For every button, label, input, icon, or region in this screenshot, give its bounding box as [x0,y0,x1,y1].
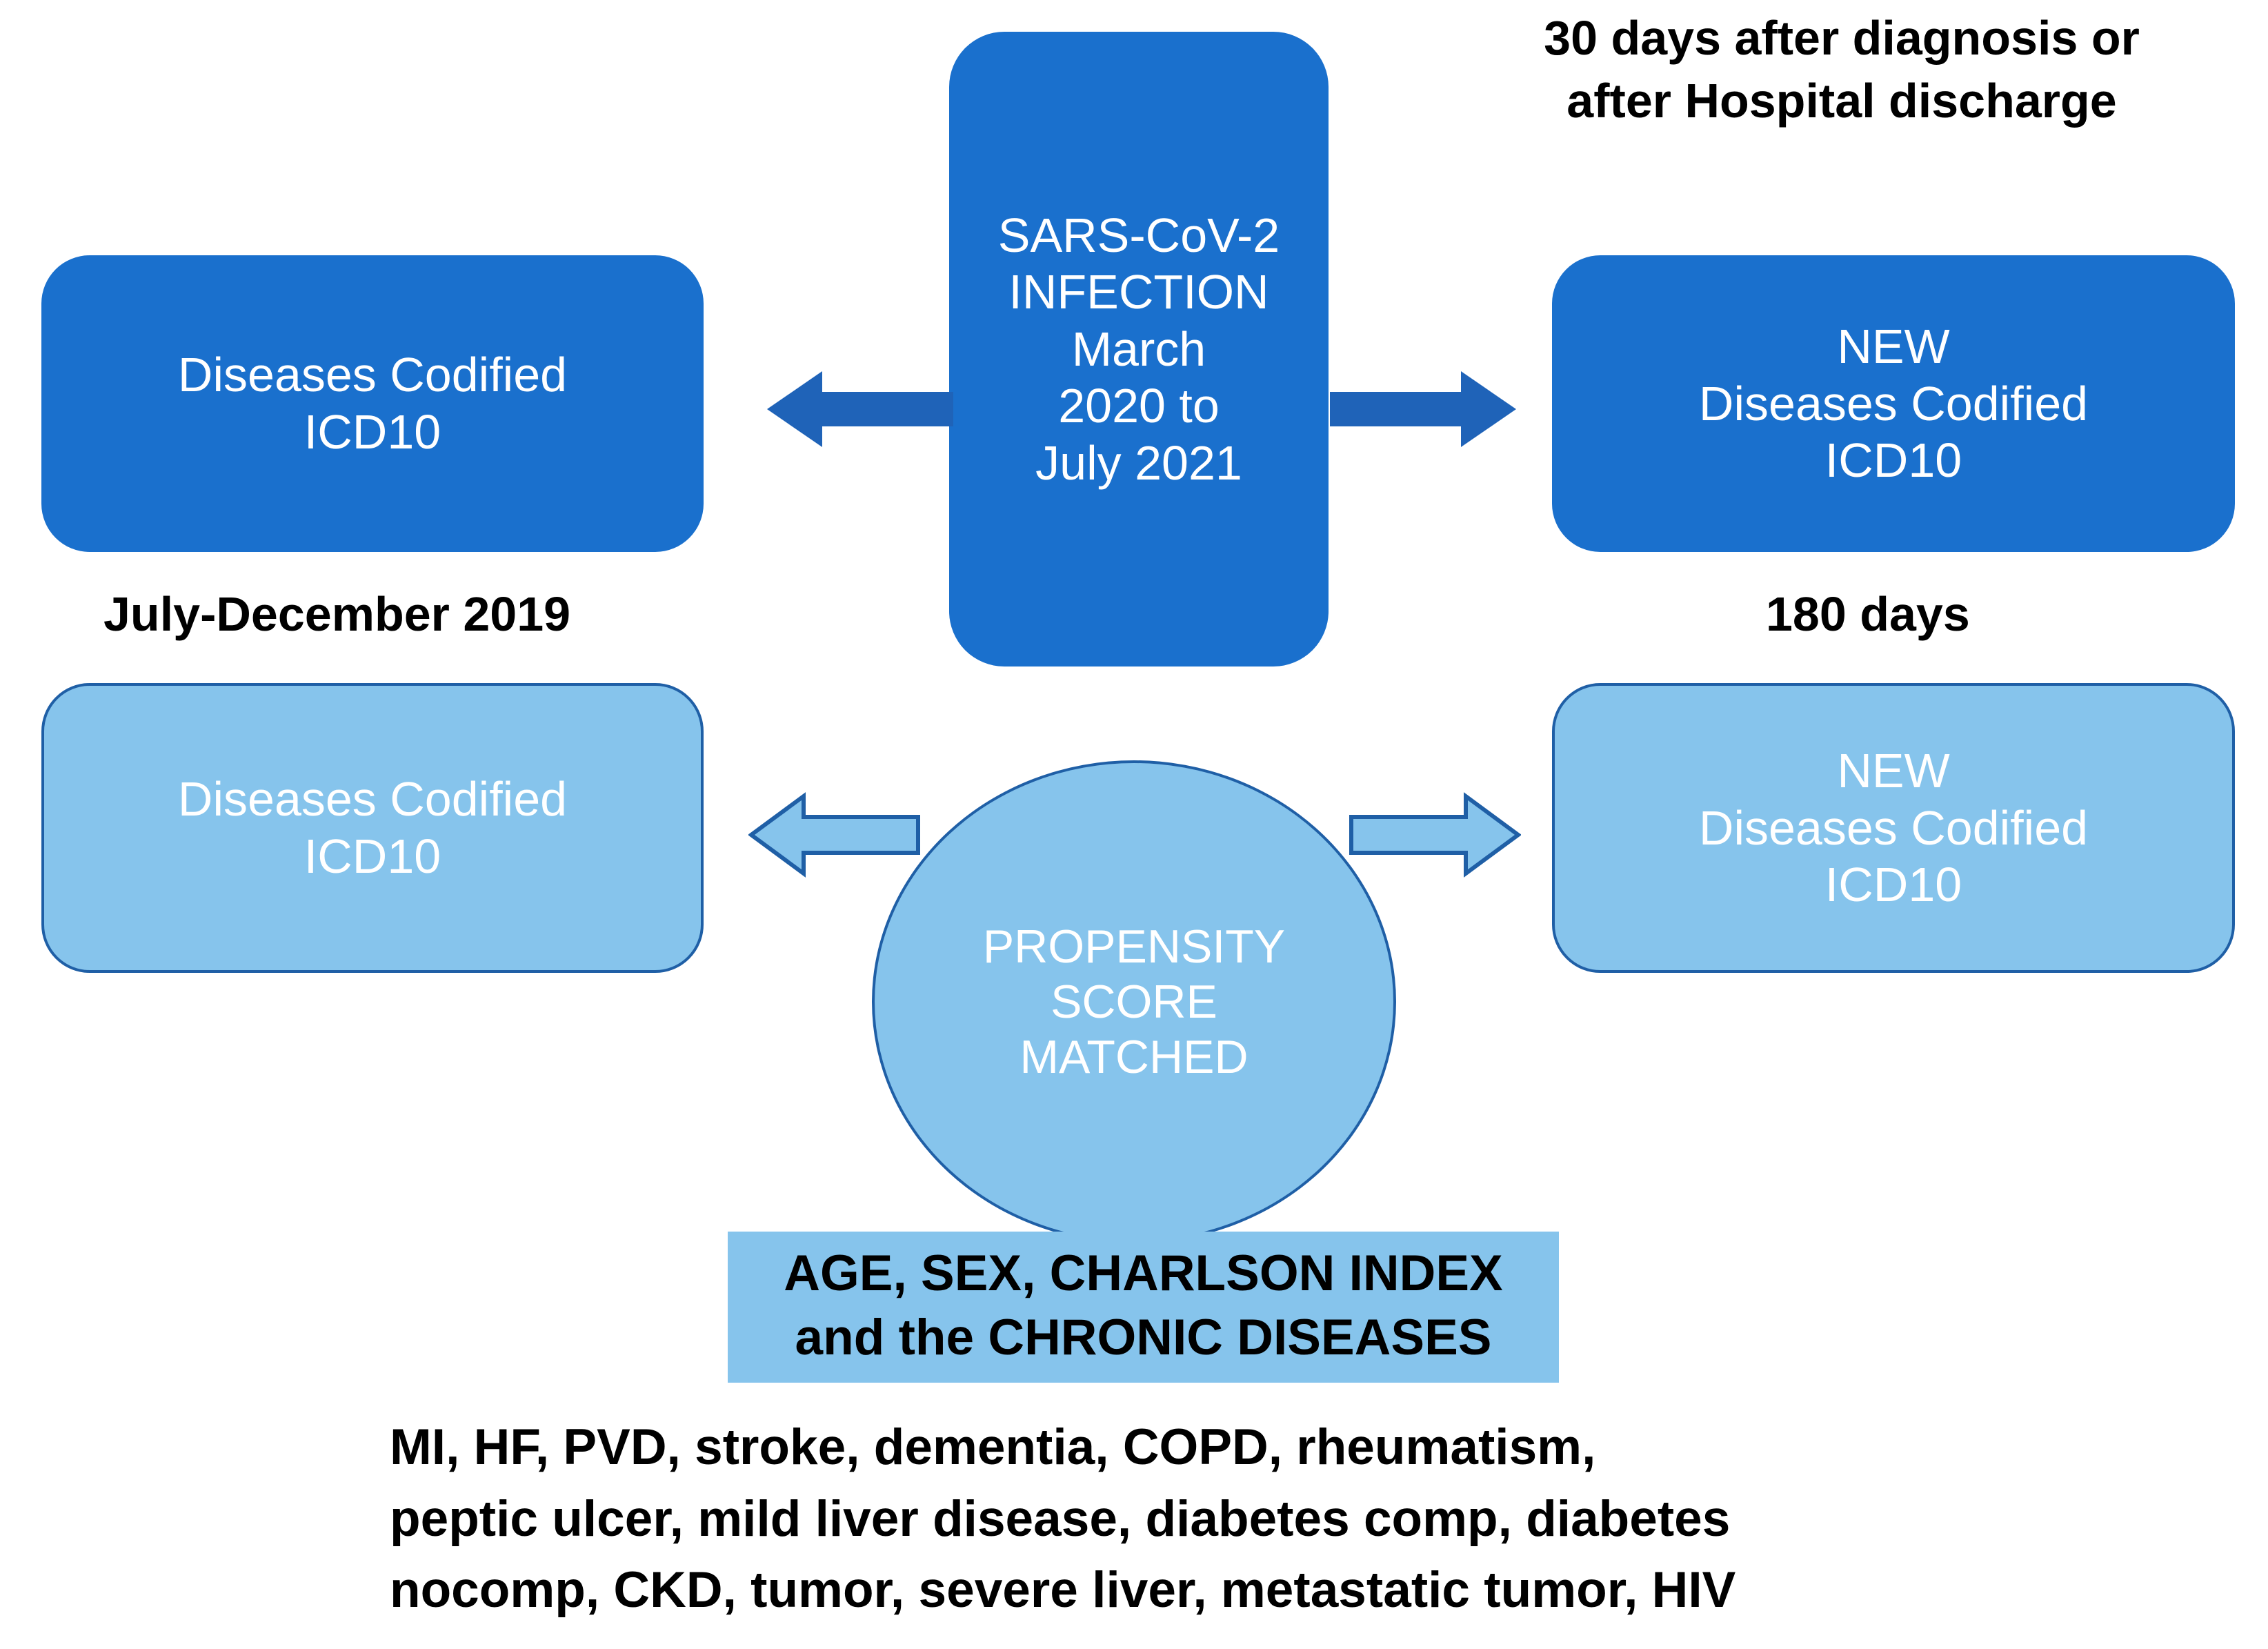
box-new-diseases-codified-control: NEW Diseases Codified ICD10 [1552,683,2235,973]
arrow-left-top [767,364,953,454]
ellipse-propensity-score-matched: PROPENSITY SCORE MATCHED [872,760,1396,1243]
box-diseases-codified-control: Diseases Codified ICD10 [41,683,704,973]
caption-180-days: 180 days [1766,587,1970,641]
box-new-diseases-codified-post: NEW Diseases Codified ICD10 [1552,255,2235,552]
arrow-left-bottom [747,787,921,883]
disease-list-line: peptic ulcer, mild liver disease, diabet… [390,1490,1731,1547]
chronic-disease-list: MI, HF, PVD, stroke, dementia, COPD, rhe… [390,1412,1976,1626]
caption-july-december-2019: July-December 2019 [103,587,571,641]
box-diseases-codified-pre: Diseases Codified ICD10 [41,255,704,552]
arrow-right-top [1330,364,1516,454]
arrow-right-bottom [1349,787,1522,883]
disease-list-line: nocomp, CKD, tumor, severe liver, metast… [390,1562,1736,1619]
disease-list-line: MI, HF, PVD, stroke, dementia, COPD, rhe… [390,1419,1596,1475]
box-sars-cov-2-infection: SARS-CoV-2 INFECTION March 2020 to July … [949,32,1329,666]
banner-covariates: AGE, SEX, CHARLSON INDEX and the CHRONIC… [728,1232,1559,1383]
top-right-note: 30 days after diagnosis or after Hospita… [1544,11,2140,128]
